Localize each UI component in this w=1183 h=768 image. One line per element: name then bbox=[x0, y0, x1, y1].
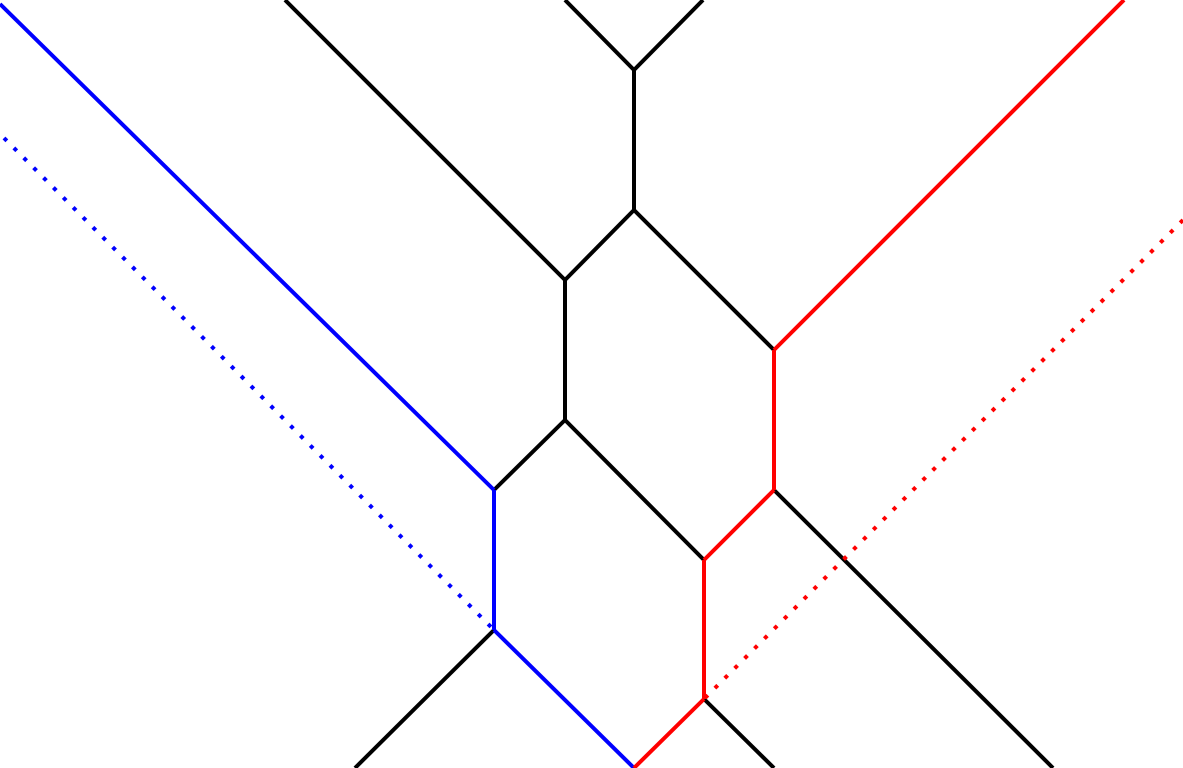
blue-dotted-diagonal bbox=[2, 136, 496, 632]
edge-top-y-right-branch bbox=[632, 0, 705, 72]
red-path bbox=[632, 0, 1183, 768]
red-edge-bottom bbox=[632, 697, 706, 768]
blue-path bbox=[0, 2, 636, 768]
edge-upper-left-diagonal bbox=[283, 0, 567, 282]
red-edge-long-diagonal bbox=[772, 0, 1126, 352]
edge-hex-top-left bbox=[563, 208, 636, 282]
red-edge-step-diagonal bbox=[702, 488, 776, 562]
red-dotted-diagonal bbox=[702, 218, 1183, 701]
edge-lower-right-long bbox=[772, 488, 1055, 768]
edge-hex-top-right bbox=[632, 208, 776, 352]
edge-bottom-right-short bbox=[702, 697, 776, 768]
blue-edge-long-diagonal bbox=[0, 2, 496, 492]
blue-edge-bottom bbox=[492, 628, 636, 768]
edge-top-y-left-branch bbox=[563, 0, 636, 72]
edge-mid-diagonal-down bbox=[563, 418, 706, 562]
edge-mid-left-up bbox=[492, 418, 567, 492]
edge-bottom-left bbox=[353, 628, 496, 768]
black-edges bbox=[283, 0, 1055, 768]
